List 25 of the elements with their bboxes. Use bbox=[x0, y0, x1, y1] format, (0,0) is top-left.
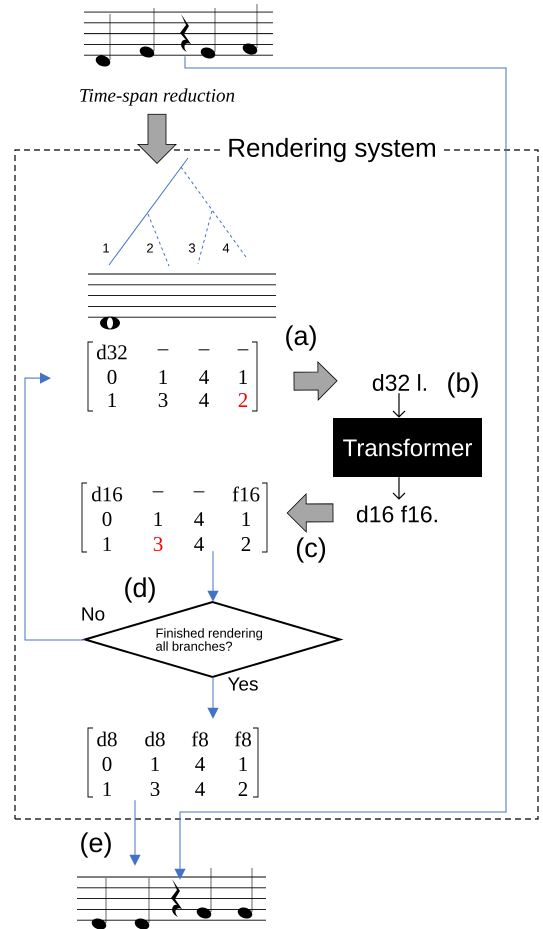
matrix: d16 – – f16 0 1 4 1 1 3 4 2 bbox=[82, 482, 268, 552]
step-label: (e) bbox=[81, 832, 111, 858]
edge-label: No bbox=[82, 607, 104, 621]
edge-label: Yes bbox=[228, 677, 258, 691]
staff-drawing bbox=[84, 4, 274, 67]
arrow bbox=[392, 477, 406, 500]
staff-drawing bbox=[76, 868, 266, 929]
token-text: d16 f16. bbox=[356, 506, 437, 522]
token-text: d32 l. bbox=[372, 374, 426, 391]
step-label: (a) bbox=[286, 325, 316, 351]
branch-number: 3 bbox=[188, 243, 196, 253]
edge-label: Time-span reduction bbox=[80, 88, 234, 106]
arrow bbox=[24, 372, 86, 640]
step-label: (d) bbox=[125, 577, 155, 603]
branch-number: 4 bbox=[222, 244, 230, 252]
block-arrow bbox=[294, 361, 338, 401]
process-box: Transformer bbox=[333, 418, 482, 477]
branch-number: 2 bbox=[147, 243, 153, 253]
matrix: d32 – – – 0 1 4 1 1 3 4 2 bbox=[88, 342, 258, 412]
block-arrow bbox=[137, 114, 177, 164]
branch-number: 1 bbox=[103, 244, 109, 252]
step-label: (c) bbox=[296, 537, 326, 563]
matrix: d8 d8 f8 f8 0 1 4 1 1 3 4 2 bbox=[88, 728, 258, 798]
block-arrow bbox=[286, 492, 334, 533]
arrow bbox=[392, 393, 406, 418]
